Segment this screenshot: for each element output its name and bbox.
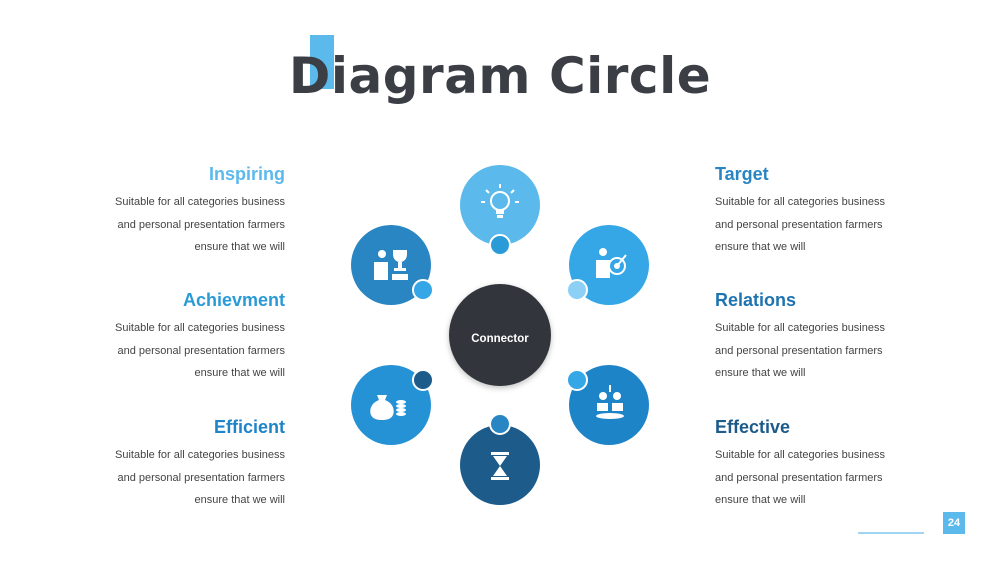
block-body: Suitable for all categories business and…	[715, 191, 905, 259]
block-heading: Achievment	[182, 290, 285, 310]
body-line: and personal presentation farmers	[715, 218, 883, 231]
hourglass-icon	[491, 452, 509, 480]
body-line: ensure that we will	[194, 241, 286, 253]
body-line: ensure that we will	[715, 367, 806, 379]
block-heading: Relations	[715, 290, 797, 310]
page-title: Diagram Circle	[288, 47, 712, 105]
block-body: Suitable for all categories business and…	[715, 317, 905, 385]
body-line: Suitable for all categories business	[115, 196, 285, 208]
node-achievment	[351, 225, 434, 305]
body-line: Suitable for all categories business	[115, 322, 285, 334]
block-heading: Effective	[715, 417, 791, 437]
money-bag-icon	[370, 395, 406, 420]
people-meeting-icon	[596, 385, 624, 419]
node-target	[566, 225, 649, 305]
body-line: and personal presentation farmers	[117, 344, 285, 357]
body-line: and personal presentation farmers	[117, 471, 285, 484]
body-line: Suitable for all categories business	[715, 196, 885, 208]
block-heading: Inspiring	[209, 164, 285, 184]
node-efficient	[351, 365, 434, 445]
trophy-person-icon	[374, 250, 408, 280]
text-block-efficient: Efficient Suitable for all categories bu…	[95, 416, 285, 512]
target-person-icon	[596, 248, 627, 278]
center-circle: Connector	[449, 284, 551, 386]
block-body: Suitable for all categories business and…	[95, 444, 285, 512]
body-line: ensure that we will	[715, 494, 806, 506]
footer-line	[858, 532, 924, 534]
body-line: and personal presentation farmers	[117, 218, 285, 231]
block-body: Suitable for all categories business and…	[715, 444, 905, 512]
body-line: and personal presentation farmers	[715, 471, 883, 484]
text-block-target: Target Suitable for all categories busin…	[715, 163, 905, 259]
page-number: 24	[943, 512, 965, 534]
body-line: ensure that we will	[194, 367, 286, 379]
block-heading: Efficient	[213, 417, 285, 437]
title-accent-bar	[310, 35, 334, 89]
body-line: ensure that we will	[715, 241, 806, 253]
center-label: Connector	[471, 333, 529, 345]
text-block-relations: Relations Suitable for all categories bu…	[715, 289, 905, 385]
body-line: Suitable for all categories business	[115, 449, 285, 461]
block-body: Suitable for all categories business and…	[95, 317, 285, 385]
circle-diagram: Connector	[351, 165, 649, 505]
body-line: Suitable for all categories business	[715, 449, 885, 461]
text-block-effective: Effective Suitable for all categories bu…	[715, 416, 905, 512]
text-block-inspiring: Inspiring Suitable for all categories bu…	[95, 163, 285, 259]
text-block-achievment: Achievment Suitable for all categories b…	[95, 289, 285, 385]
lightbulb-icon	[481, 184, 519, 218]
block-body: Suitable for all categories business and…	[95, 191, 285, 259]
node-inspiring	[460, 165, 540, 256]
body-line: ensure that we will	[194, 494, 286, 506]
node-relations	[566, 365, 649, 445]
body-line: and personal presentation farmers	[715, 344, 883, 357]
block-heading: Target	[715, 164, 769, 184]
node-effective	[460, 413, 540, 505]
body-line: Suitable for all categories business	[715, 322, 885, 334]
